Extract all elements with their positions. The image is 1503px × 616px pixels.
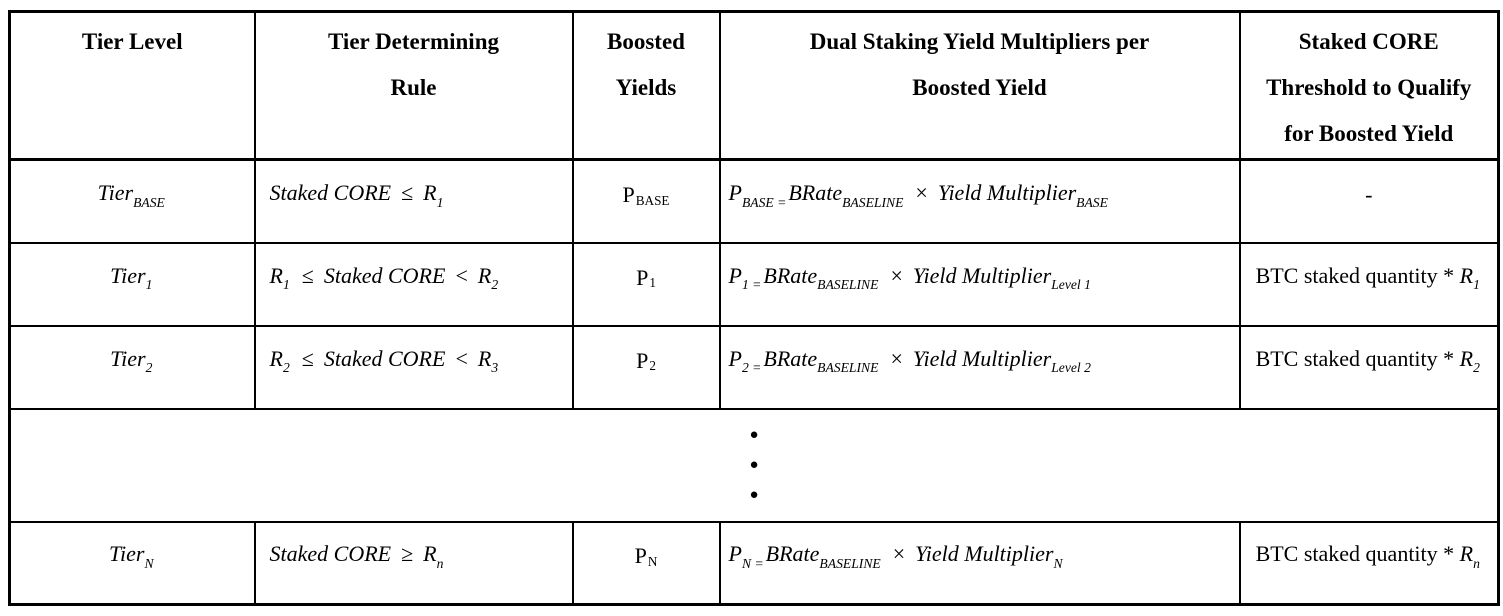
cell-yield-multiplier-formula: PBASE =BRateBASELINE×Yield MultiplierBAS… [718,158,1241,244]
ellipsis-dot: ● [749,427,759,443]
cell-tier-level: Tier2 [8,324,256,410]
cell-tier-rule: R2≤Staked CORE<R3 [253,324,574,410]
table-row-tier-1: Tier1 R1≤Staked CORE<R2 P1 P1 =BRateBASE… [8,241,1500,327]
table-row-tier-2: Tier2 R2≤Staked CORE<R3 P2 P2 =BRateBASE… [8,324,1500,410]
cell-yield-multiplier-formula: P2 =BRateBASELINE×Yield MultiplierLevel … [718,324,1241,410]
cell-boosted-yield: PN [571,520,721,606]
tier-table: Tier Level Tier Determining Rule Boosted… [8,10,1500,606]
cell-core-threshold: BTC staked quantity * Rn [1238,520,1500,606]
cell-tier-rule: Staked CORE≥Rn [253,520,574,606]
ellipsis-dot: ● [749,487,759,503]
table-row-tier-n: TierN Staked CORE≥Rn PN PN =BRateBASELIN… [8,520,1500,606]
cell-tier-level: TierBASE [8,158,256,244]
cell-boosted-yield: PBASE [571,158,721,244]
cell-core-threshold: - [1238,158,1500,244]
header-staked-core-threshold: Staked CORE Threshold to Qualify for Boo… [1238,10,1500,161]
ellipsis-cell: ● ● ● [8,407,1500,523]
vertical-ellipsis-icon: ● ● ● [12,420,1497,510]
cell-boosted-yield: P1 [571,241,721,327]
cell-boosted-yield: P2 [571,324,721,410]
cell-tier-rule: R1≤Staked CORE<R2 [253,241,574,327]
header-dual-staking-yield-multipliers: Dual Staking Yield Multipliers per Boost… [718,10,1241,161]
cell-tier-level: TierN [8,520,256,606]
cell-core-threshold: BTC staked quantity * R2 [1238,324,1500,410]
cell-core-threshold: BTC staked quantity * R1 [1238,241,1500,327]
header-tier-determining-rule: Tier Determining Rule [253,10,574,161]
cell-yield-multiplier-formula: PN =BRateBASELINE×Yield MultiplierN [718,520,1241,606]
ellipsis-row: ● ● ● [8,407,1500,523]
cell-tier-rule: Staked CORE≤R1 [253,158,574,244]
header-tier-level: Tier Level [8,10,256,161]
cell-yield-multiplier-formula: P1 =BRateBASELINE×Yield MultiplierLevel … [718,241,1241,327]
header-row: Tier Level Tier Determining Rule Boosted… [8,10,1500,161]
cell-tier-level: Tier1 [8,241,256,327]
ellipsis-dot: ● [749,457,759,473]
table-row-tier-base: TierBASE Staked CORE≤R1 PBASE PBASE =BRa… [8,158,1500,244]
header-boosted-yields: Boosted Yields [571,10,721,161]
